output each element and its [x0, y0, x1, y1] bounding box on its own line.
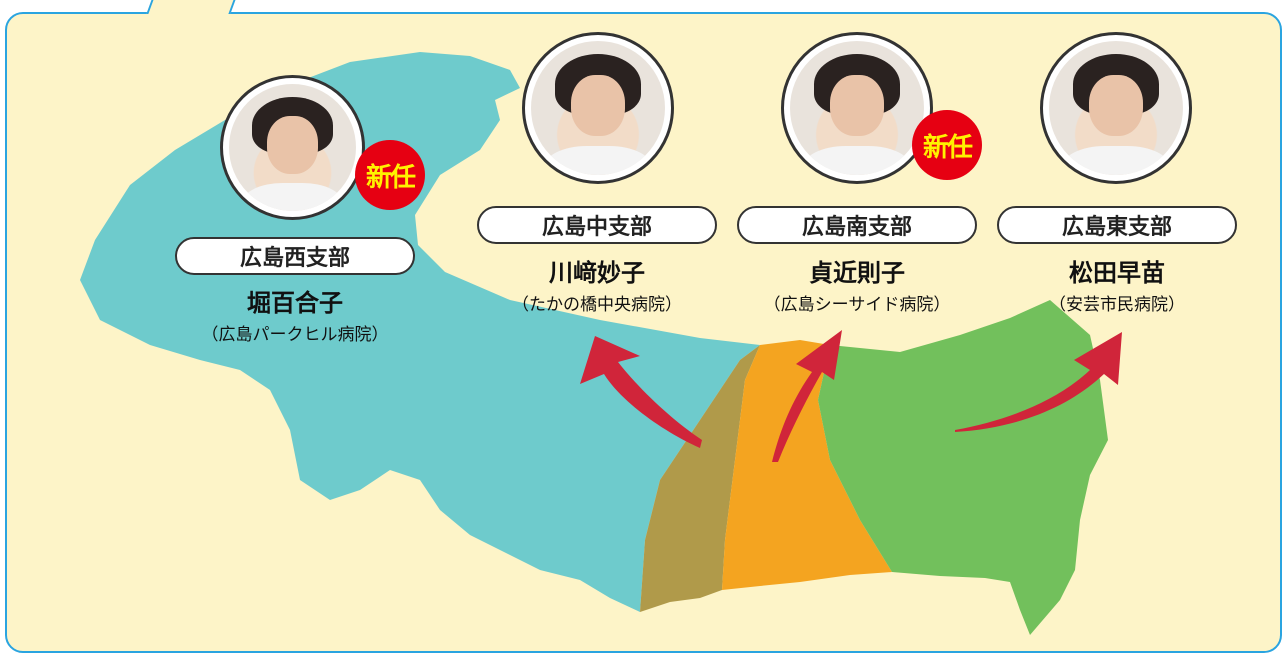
arrow-higashi	[955, 332, 1122, 432]
person-name-minami: 貞近則子	[809, 259, 905, 287]
portrait-higashi	[1040, 32, 1192, 184]
portrait-naka	[522, 32, 674, 184]
hospital-minami: （広島シーサイド病院）	[763, 295, 951, 315]
region-higashi	[818, 300, 1108, 635]
branch-label-naka: 広島中支部	[477, 206, 717, 244]
arrow-west	[580, 336, 702, 448]
arrow-minami	[772, 330, 842, 462]
person-name-west: 堀百合子	[247, 289, 343, 317]
hospital-naka: （たかの橋中央病院）	[512, 295, 682, 315]
person-name-naka: 川﨑妙子	[549, 259, 645, 287]
region-naka	[640, 345, 760, 612]
region-minami	[722, 340, 892, 590]
portrait-west	[220, 75, 365, 220]
branch-label-higashi: 広島東支部	[997, 206, 1237, 244]
branch-label-minami: 広島南支部	[737, 206, 977, 244]
new-badge-west: 新任	[355, 140, 425, 210]
new-badge-minami: 新任	[912, 110, 982, 180]
hospital-west: （広島パークヒル病院）	[201, 325, 389, 345]
hospital-higashi: （安芸市民病院）	[1049, 295, 1185, 315]
person-name-higashi: 松田早苗	[1069, 259, 1165, 287]
branch-label-west: 広島西支部	[175, 237, 415, 275]
portrait-minami	[781, 32, 933, 184]
